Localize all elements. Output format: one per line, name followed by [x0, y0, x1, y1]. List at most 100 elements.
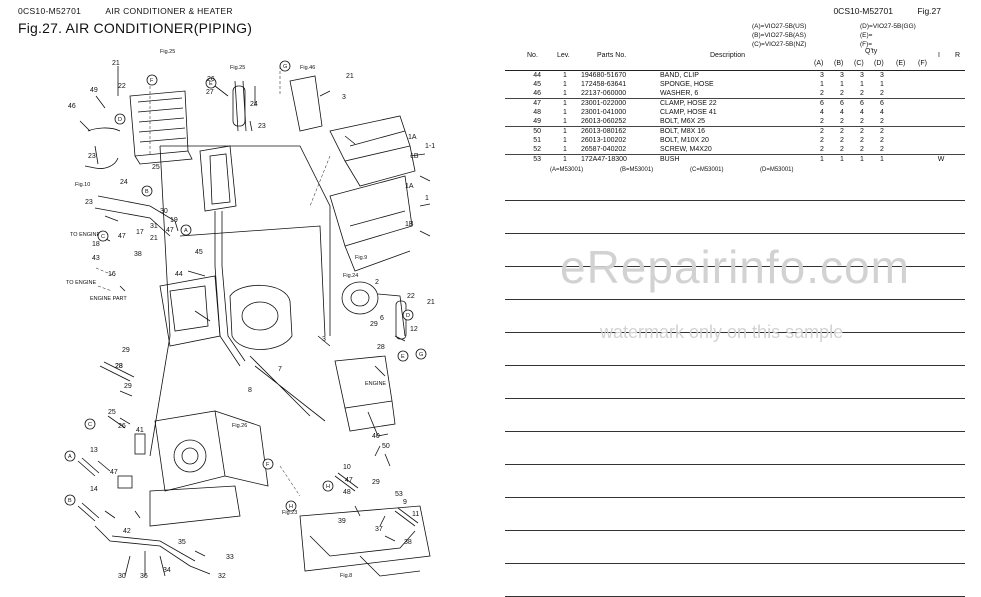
- cell-qty: 4: [820, 109, 824, 116]
- cell-lev: 1: [563, 109, 567, 116]
- ruled-line: [505, 497, 965, 498]
- cell-part-no: 172458-63641: [581, 81, 627, 88]
- cell-no: 47: [533, 100, 541, 107]
- part-number: 49: [90, 87, 98, 94]
- col-parts-no: Parts No.: [597, 52, 627, 59]
- part-number: 29: [122, 347, 130, 354]
- cell-qty: 1: [860, 81, 864, 88]
- variant-legend-left: (A)=VIO27-5B(US) (B)=VIO27-5B(AS) (C)=VI…: [752, 22, 806, 49]
- part-number: 30: [118, 573, 126, 580]
- col-qty-b: (B): [834, 60, 844, 67]
- variant-legend-right: (D)=VIO27-5B(GG) (E)= (F)=: [860, 22, 916, 49]
- callout-label: E: [401, 354, 405, 360]
- cell-description: SCREW, M4X20: [660, 146, 712, 153]
- header-right: 0CS10-M52701 Fig.27: [811, 6, 941, 16]
- cell-qty: 2: [860, 118, 864, 125]
- callout-label: D: [406, 313, 410, 319]
- variant-e: (E)=: [860, 32, 873, 39]
- part-number: 1-1: [425, 143, 435, 150]
- callout-label: G: [283, 64, 287, 70]
- part-number: 17: [136, 229, 144, 236]
- cell-qty: 2: [840, 118, 844, 125]
- ruled-line: [505, 233, 965, 234]
- fig-ref: Fig.10: [75, 182, 90, 188]
- part-number: 9: [403, 499, 407, 506]
- part-number: 40: [372, 433, 380, 440]
- part-number: 3: [342, 94, 346, 101]
- part-number: 25: [152, 164, 160, 171]
- cell-no: 45: [533, 81, 541, 88]
- cell-qty: 6: [860, 100, 864, 107]
- cell-qty: 4: [860, 109, 864, 116]
- callout-label: C: [101, 234, 105, 240]
- part-number: 45: [195, 249, 203, 256]
- part-number: 10: [343, 464, 351, 471]
- cell-qty: 3: [880, 72, 884, 79]
- part-number: 3: [322, 336, 326, 343]
- cell-description: BOLT, M8X 16: [660, 128, 706, 135]
- part-number: 38: [134, 251, 142, 258]
- cell-no: 44: [533, 72, 541, 79]
- cell-lev: 1: [563, 72, 567, 79]
- part-number-labels: 21 22 49 46 23 26 27 24 23 21 3 1A 1-1 1…: [68, 60, 435, 580]
- part-number: 22: [118, 83, 126, 90]
- cell-qty: 2: [820, 146, 824, 153]
- ruled-line: [505, 365, 965, 366]
- part-number: 21: [346, 73, 354, 80]
- cell-qty: 6: [820, 100, 824, 107]
- part-number: 21: [427, 299, 435, 306]
- part-number: 21: [112, 60, 120, 67]
- part-number: 27: [206, 89, 214, 96]
- section-title: AIR CONDITIONER & HEATER: [105, 6, 233, 16]
- cell-qty: 2: [840, 137, 844, 144]
- part-number: 24: [250, 101, 258, 108]
- cell-qty: 3: [820, 72, 824, 79]
- col-i: I: [938, 52, 940, 59]
- part-number: 35: [178, 539, 186, 546]
- part-number: 42: [123, 528, 131, 535]
- part-number: 1A: [408, 134, 417, 141]
- fig-ref: Fig.23: [282, 510, 297, 516]
- note-engine-part: ENGINE PART: [90, 296, 127, 302]
- cell-lev: 1: [563, 128, 567, 135]
- cell-no: 52: [533, 146, 541, 153]
- serial-c: (C=M53001): [690, 167, 724, 173]
- cell-qty: 3: [840, 72, 844, 79]
- fig-ref: Fig.26: [232, 423, 247, 429]
- col-description: Description: [710, 52, 746, 59]
- cell-description: BOLT, M6X 25: [660, 118, 706, 125]
- cell-part-no: 22137-060000: [581, 90, 627, 97]
- part-number: 30: [160, 208, 168, 215]
- part-number: 32: [218, 573, 226, 580]
- cell-qty: 1: [820, 156, 824, 163]
- serial-a: (A=M53001): [550, 167, 584, 173]
- cell-lev: 1: [563, 146, 567, 153]
- cell-part-no: 26013-080162: [581, 128, 627, 135]
- cell-qty: 6: [840, 100, 844, 107]
- part-number: 21: [150, 235, 158, 242]
- col-r: R: [955, 52, 961, 59]
- cell-qty: 2: [880, 137, 884, 144]
- page-title: Fig.27. AIR CONDITIONER(PIPING): [18, 20, 253, 36]
- doc-code-right: 0CS10-M52701: [833, 6, 893, 16]
- table-header: No. Lev. Parts No. Description Q'ty I R …: [505, 48, 965, 71]
- serial-b: (B=M53001): [620, 167, 654, 173]
- ruled-line: [505, 398, 965, 399]
- cell-part-no: 194680-51670: [581, 72, 627, 79]
- callout-label: F: [150, 78, 154, 84]
- part-number: 13: [90, 447, 98, 454]
- cell-qty: 1: [880, 156, 884, 163]
- cell-no: 48: [533, 109, 541, 116]
- cell-qty: 2: [880, 128, 884, 135]
- part-number: 8: [248, 387, 252, 394]
- part-number: 23: [85, 199, 93, 206]
- part-number: 11: [412, 511, 419, 518]
- cell-qty: 2: [840, 90, 844, 97]
- ruled-line: [505, 266, 965, 267]
- part-number: 39: [338, 518, 346, 525]
- cell-qty: 1: [880, 81, 884, 88]
- callout-label: B: [68, 498, 72, 504]
- part-number: 43: [92, 255, 100, 262]
- cell-part-no: 26587-040202: [581, 146, 627, 153]
- cell-part-no: 23001-022000: [581, 100, 627, 107]
